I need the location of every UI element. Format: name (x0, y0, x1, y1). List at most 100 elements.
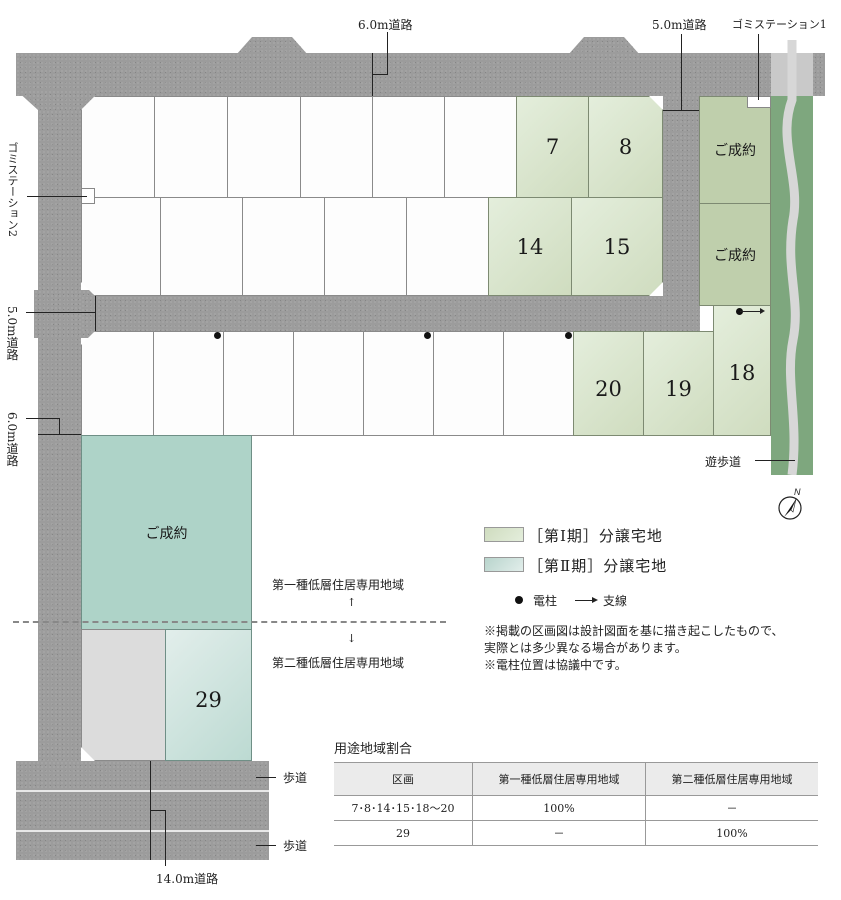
zoning-divider (13, 621, 446, 623)
utility-pole-icon (565, 332, 572, 339)
lot-third-4[interactable] (293, 331, 364, 436)
lot-18[interactable]: 18 (713, 305, 771, 436)
bottom-road-lane-line-1 (16, 790, 269, 792)
sidewalk-bottom-label: 歩道 (283, 839, 308, 853)
note-line-1: ※掲載の区画図は設計図面を基に描き起こしたもので、 (484, 624, 784, 638)
lot-sold-right-1[interactable]: ご成約 (699, 96, 771, 204)
left-road-dim (38, 434, 81, 435)
right-road-dim (663, 110, 699, 111)
lot-top-5[interactable] (372, 96, 445, 198)
top-road-bump-left (236, 37, 308, 55)
lot-8[interactable]: 8 (588, 96, 663, 198)
lot-19[interactable]: 19 (643, 331, 714, 436)
lot-second-5[interactable] (406, 197, 489, 296)
legend-pole-icon (515, 596, 523, 604)
zone-table-header-zone2: 第二種低層住居専用地域 (645, 762, 818, 796)
top-road (16, 53, 825, 96)
left-road-leader-v (59, 418, 60, 434)
lot-18-number: 18 (728, 361, 756, 386)
sold-label: ご成約 (145, 525, 188, 542)
down-arrow-icon: ↓ (347, 632, 357, 645)
lot-third-3[interactable] (223, 331, 294, 436)
zone-table-cell: － (645, 795, 818, 821)
middle-road (81, 296, 700, 331)
zone-table-cell: 29 (334, 820, 473, 846)
left-road-label: 6.0m道路 (5, 412, 19, 467)
bottom-road-leader-h (150, 810, 165, 811)
top-road-leader-h (372, 74, 388, 75)
sidewalk-bottom-leader (256, 845, 276, 846)
bottom-road-label: 14.0m道路 (156, 872, 219, 886)
zone-table-header-zone1: 第一種低層住居専用地域 (472, 762, 646, 796)
legend-phase1-label: ［第Ⅰ期］分譲宅地 (528, 527, 663, 545)
zone-table: 区画 第一種低層住居専用地域 第二種低層住居専用地域 7･8･14･15･18～… (334, 762, 818, 846)
lot-third-7[interactable] (503, 331, 574, 436)
note-line-3: ※電柱位置は協議中です。 (484, 658, 627, 672)
lot-8-number: 8 (618, 135, 633, 159)
zone-table-cell: 100% (472, 795, 646, 821)
lot-top-4[interactable] (300, 96, 373, 198)
lot-15[interactable]: 15 (571, 197, 663, 296)
table-row: 7･8･14･15･18～20 100% － (334, 795, 818, 821)
left-road-corner (16, 90, 96, 110)
lot-third-6[interactable] (433, 331, 504, 436)
bottom-road (16, 761, 269, 860)
garbage-station-1-leader (758, 34, 759, 100)
legend-phase2-swatch (484, 557, 524, 572)
lot-grey[interactable] (81, 629, 166, 761)
legend-guy-wire-arrowhead-icon (592, 597, 598, 603)
garbage-station-1-box (747, 96, 771, 108)
top-road-leader-v (387, 32, 388, 74)
top-road-bump-right (568, 37, 640, 55)
zone-table-header-lot: 区画 (334, 762, 473, 796)
lot-20[interactable]: 20 (573, 331, 644, 436)
lot-third-5[interactable] (363, 331, 434, 436)
garbage-station-2-leader (27, 196, 87, 197)
utility-pole-icon (736, 308, 743, 315)
right-road (663, 96, 699, 331)
lot-second-4[interactable] (324, 197, 407, 296)
lot-14[interactable]: 14 (488, 197, 572, 296)
upper-zone-label: 第一種低層住居専用地域 (272, 578, 405, 592)
legend-phase1-swatch (484, 527, 524, 542)
sold-label: ご成約 (714, 143, 756, 159)
lot-second-2[interactable] (160, 197, 243, 296)
garbage-station-2-label: ゴミステーション2 (6, 142, 19, 237)
lot-29-number: 29 (195, 688, 222, 713)
lot-14-number: 14 (516, 234, 544, 259)
zone-table-cell: 100% (645, 820, 818, 846)
lot-second-3[interactable] (242, 197, 325, 296)
promenade-leader (755, 460, 795, 461)
lot-third-2[interactable] (153, 331, 224, 436)
promenade-path (782, 40, 800, 475)
note-line-2: 実際とは多少異なる場合があります。 (484, 641, 687, 655)
left-road-leader (26, 418, 60, 419)
lot-15-number: 15 (603, 234, 631, 259)
mid-road-label: 5.0m道路 (5, 306, 19, 361)
top-road-label: 6.0m道路 (358, 18, 413, 32)
lot-sold-right-2[interactable]: ご成約 (699, 203, 771, 306)
sidewalk-top-leader (256, 777, 276, 778)
guy-wire-arrowhead-icon (760, 308, 765, 314)
bottom-road-leader-v (165, 810, 166, 866)
lot-sold-phase2[interactable]: ご成約 (81, 435, 252, 630)
lot-29[interactable]: 29 (165, 629, 252, 761)
legend-phase2-label: ［第Ⅱ期］分譲宅地 (528, 557, 668, 575)
lot-7[interactable]: 7 (516, 96, 589, 198)
lot-top-2[interactable] (154, 96, 228, 198)
legend-guy-wire-label: 支線 (603, 594, 628, 608)
lot-second-1[interactable] (81, 197, 161, 296)
right-road-label: 5.0m道路 (652, 18, 707, 32)
sidewalk-top-label: 歩道 (283, 771, 308, 785)
zone-table-title: 用途地域割合 (334, 742, 413, 757)
lot-7-number: 7 (545, 135, 560, 159)
lot-top-6[interactable] (444, 96, 517, 198)
lot-third-1[interactable] (81, 331, 154, 436)
legend-pole-label: 電柱 (533, 594, 558, 608)
lot-top-1[interactable] (81, 96, 155, 198)
compass-north-icon: N (778, 487, 802, 520)
mid-road-leader (26, 312, 96, 313)
lot-top-3[interactable] (227, 96, 301, 198)
bottom-road-lane-line-2 (16, 830, 269, 832)
legend-guy-wire-icon (575, 600, 593, 601)
